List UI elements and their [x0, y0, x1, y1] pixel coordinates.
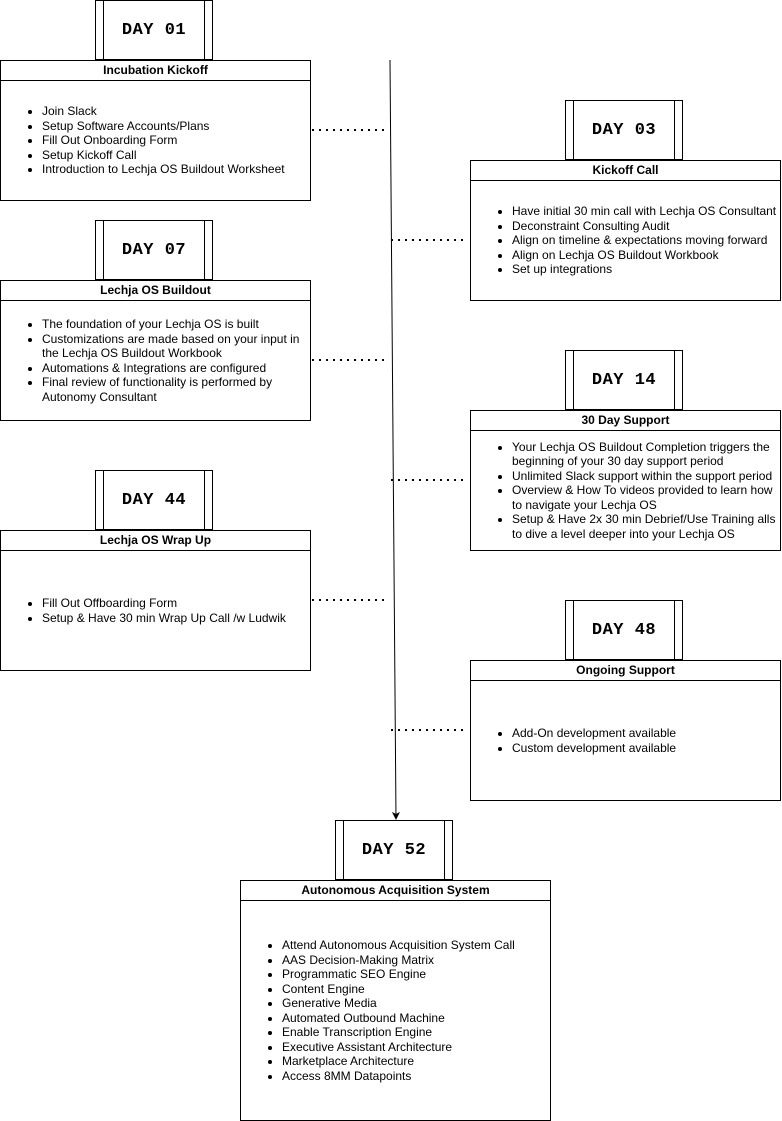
list-item: Set up integrations: [512, 262, 776, 277]
list-item: Add-On development available: [512, 726, 676, 741]
list-item: AAS Decision-Making Matrix: [282, 953, 515, 968]
list-item: Introduction to Lechja OS Buildout Works…: [42, 162, 285, 177]
lechja-os-buildout-card: Lechja OS Buildout The foundation of you…: [0, 280, 311, 421]
kickoff-call-title: Kickoff Call: [471, 161, 780, 181]
list-item: Customizations are made based on your in…: [42, 332, 310, 361]
day-48-label: DAY 48: [591, 620, 657, 640]
lechja-os-buildout-title: Lechja OS Buildout: [1, 281, 310, 301]
list-item: Overview & How To videos provided to lea…: [512, 483, 780, 512]
list-item: Programmatic SEO Engine: [282, 967, 515, 982]
30-day-support-list: Your Lechja OS Buildout Completion trigg…: [471, 440, 780, 542]
list-item: Executive Assistant Architecture: [282, 1040, 515, 1055]
list-item: Marketplace Architecture: [282, 1054, 515, 1069]
30-day-support-card: 30 Day Support Your Lechja OS Buildout C…: [470, 410, 781, 551]
incubation-kickoff-card: Incubation Kickoff Join Slack Setup Soft…: [0, 60, 311, 201]
day-01-label-box: DAY 01: [95, 0, 213, 60]
day-14-label: DAY 14: [591, 370, 657, 390]
day-03-label: DAY 03: [591, 120, 657, 140]
day-52-label-box: DAY 52: [335, 820, 453, 880]
list-item: Setup Kickoff Call: [42, 148, 285, 163]
ongoing-support-card: Ongoing Support Add-On development avail…: [470, 660, 781, 801]
day-44-label-box: DAY 44: [95, 470, 213, 530]
list-item: Align on timeline & expectations moving …: [512, 233, 776, 248]
incubation-kickoff-title: Incubation Kickoff: [1, 61, 310, 81]
ongoing-support-list: Add-On development available Custom deve…: [471, 726, 676, 755]
day-52-label: DAY 52: [361, 840, 427, 860]
day-14-label-box: DAY 14: [565, 350, 683, 410]
list-item: Custom development available: [512, 741, 676, 756]
day-07-label-box: DAY 07: [95, 220, 213, 280]
30-day-support-title: 30 Day Support: [471, 411, 780, 431]
ongoing-support-title: Ongoing Support: [471, 661, 780, 681]
list-item: Content Engine: [282, 982, 515, 997]
list-item: Access 8MM Datapoints: [282, 1069, 515, 1084]
timeline-axis-arrow: [389, 59, 400, 820]
list-item: Have initial 30 min call with Lechja OS …: [512, 204, 776, 219]
list-item: Unlimited Slack support within the suppo…: [512, 469, 780, 484]
day-44-label: DAY 44: [121, 490, 187, 510]
lechja-os-wrap-up-card: Lechja OS Wrap Up Fill Out Offboarding F…: [0, 530, 311, 671]
list-item: Automations & Integrations are configure…: [42, 361, 310, 376]
list-item: Generative Media: [282, 996, 515, 1011]
day-03-label-box: DAY 03: [565, 100, 683, 160]
autonomous-acquisition-system-title: Autonomous Acquisition System: [241, 881, 550, 901]
list-item: Final review of functionality is perform…: [42, 375, 310, 404]
day-01-label: DAY 01: [121, 20, 187, 40]
list-item: Your Lechja OS Buildout Completion trigg…: [512, 440, 780, 469]
list-item: The foundation of your Lechja OS is buil…: [42, 317, 310, 332]
list-item: Align on Lechja OS Buildout Workbook: [512, 248, 776, 263]
kickoff-call-list: Have initial 30 min call with Lechja OS …: [471, 204, 776, 277]
lechja-os-buildout-list: The foundation of your Lechja OS is buil…: [1, 317, 310, 404]
day-07-label: DAY 07: [121, 240, 187, 260]
list-item: Enable Transcription Engine: [282, 1025, 515, 1040]
list-item: Automated Outbound Machine: [282, 1011, 515, 1026]
list-item: Fill Out Onboarding Form: [42, 133, 285, 148]
list-item: Setup & Have 30 min Wrap Up Call /w Ludw…: [42, 611, 286, 626]
list-item: Deconstraint Consulting Audit: [512, 219, 776, 234]
day-48-label-box: DAY 48: [565, 600, 683, 660]
autonomous-acquisition-system-card: Autonomous Acquisition System Attend Aut…: [240, 880, 551, 1121]
list-item: Join Slack: [42, 104, 285, 119]
lechja-os-wrap-up-title: Lechja OS Wrap Up: [1, 531, 310, 551]
list-item: Setup Software Accounts/Plans: [42, 119, 285, 134]
list-item: Fill Out Offboarding Form: [42, 596, 286, 611]
autonomous-acquisition-system-list: Attend Autonomous Acquisition System Cal…: [241, 938, 515, 1083]
lechja-os-wrap-up-list: Fill Out Offboarding Form Setup & Have 3…: [1, 596, 286, 625]
kickoff-call-card: Kickoff Call Have initial 30 min call wi…: [470, 160, 781, 301]
list-item: Setup & Have 2x 30 min Debrief/Use Train…: [512, 512, 780, 541]
list-item: Attend Autonomous Acquisition System Cal…: [282, 938, 515, 953]
incubation-kickoff-list: Join Slack Setup Software Accounts/Plans…: [1, 104, 285, 177]
